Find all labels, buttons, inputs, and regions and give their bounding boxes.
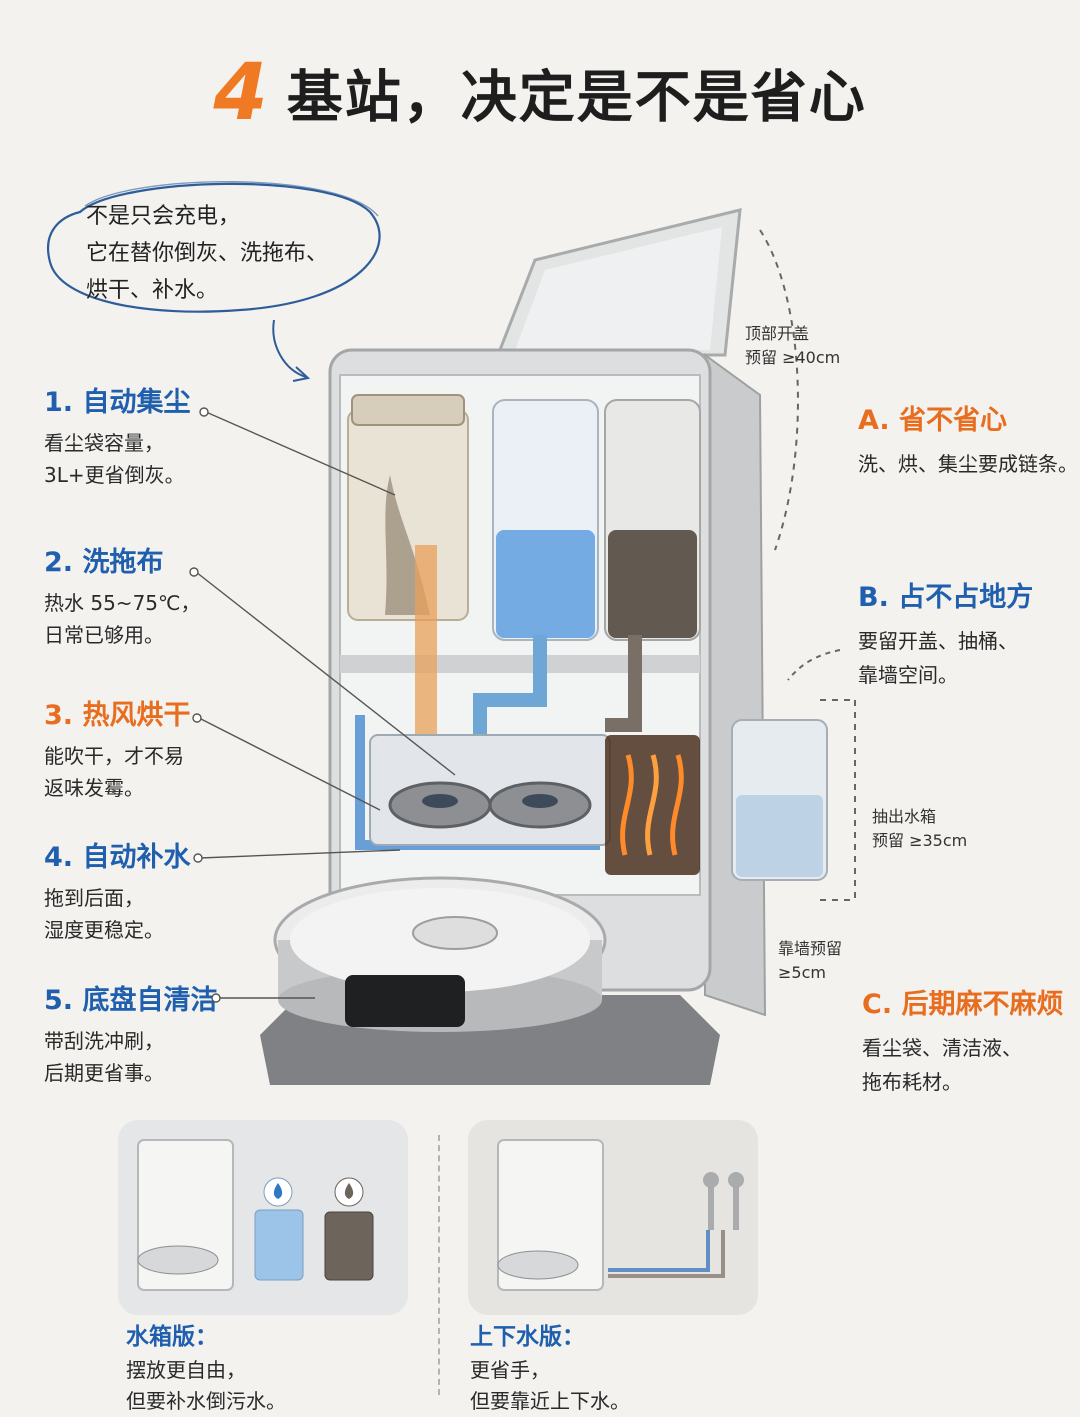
- feature-base-self-clean: 5. 底盘自清洁 带刮洗冲刷， 后期更省事。: [44, 978, 217, 1089]
- consideration-maintenance: C. 后期麻不麻烦 看尘袋、清洁液、 拖布耗材。: [862, 982, 1063, 1099]
- consideration-title: A. 省不省心: [858, 405, 1008, 436]
- dim-line: 预留 ≥35cm: [872, 831, 968, 850]
- dim-line: 抽出水箱: [872, 807, 937, 826]
- plumbed-version-label: 上下水版： 更省手， 但要靠近上下水。: [470, 1317, 630, 1417]
- dim-line: 靠墙预留: [778, 939, 843, 958]
- page-title: 4 基站，决定是不是省心: [0, 48, 1080, 138]
- version-title: 水箱版：: [126, 1324, 218, 1350]
- title-text: 基站，决定是不是省心: [286, 65, 867, 131]
- consideration-convenience: A. 省不省心 洗、烘、集尘要成链条。: [858, 398, 1078, 481]
- consideration-title: C. 后期麻不麻烦: [862, 989, 1064, 1020]
- speech-bubble: 不是只会充电， 它在替你倒灰、洗拖布、 烘干、补水。: [40, 172, 390, 322]
- water-tank-version-label: 水箱版： 摆放更自由， 但要补水倒污水。: [126, 1317, 286, 1417]
- feature-title: 3. 热风烘干: [44, 700, 191, 731]
- bubble-arrow-icon: [272, 319, 311, 382]
- feature-line: 返味发霉。: [44, 776, 144, 800]
- consideration-line: 看尘袋、清洁液、: [862, 1036, 1022, 1060]
- consideration-line: 洗、烘、集尘要成链条。: [858, 452, 1078, 476]
- bubble-line: 它在替你倒灰、洗拖布、: [86, 241, 329, 266]
- feature-hot-air-dry: 3. 热风烘干 能吹干，才不易 返味发霉。: [44, 693, 190, 804]
- version-line: 但要靠近上下水。: [470, 1389, 630, 1413]
- feature-line: 拖到后面，: [44, 886, 144, 910]
- dim-line: ≥5cm: [778, 963, 826, 982]
- consideration-title: B. 占不占地方: [858, 582, 1034, 613]
- feature-line: 后期更省事。: [44, 1061, 164, 1085]
- dim-line: 顶部开盖: [745, 324, 810, 343]
- feature-title: 4. 自动补水: [44, 842, 191, 873]
- feature-line: 日常已够用。: [44, 623, 164, 647]
- base-station-illustration: [260, 208, 828, 1085]
- feature-mop-wash: 2. 洗拖布 热水 55~75℃， 日常已够用。: [44, 540, 200, 651]
- feature-line: 看尘袋容量，: [44, 431, 164, 455]
- dim-side-tank: 抽出水箱 预留 ≥35cm: [872, 805, 967, 853]
- feature-auto-refill: 4. 自动补水 拖到后面， 湿度更稳定。: [44, 835, 190, 946]
- bubble-outline: [47, 181, 381, 313]
- section-number: 4: [213, 48, 268, 138]
- bubble-line: 烘干、补水。: [86, 278, 219, 303]
- feature-line: 能吹干，才不易: [44, 744, 184, 768]
- feature-title: 5. 底盘自清洁: [44, 985, 218, 1016]
- version-line: 摆放更自由，: [126, 1358, 246, 1382]
- consideration-line: 要留开盖、抽桶、: [858, 629, 1018, 653]
- consideration-line: 靠墙空间。: [858, 663, 958, 687]
- feature-line: 热水 55~75℃，: [44, 591, 201, 615]
- dim-line: 预留 ≥40cm: [745, 348, 841, 367]
- consideration-space: B. 占不占地方 要留开盖、抽桶、 靠墙空间。: [858, 575, 1033, 692]
- version-divider: [438, 1135, 440, 1395]
- version-line: 但要补水倒污水。: [126, 1389, 286, 1413]
- bubble-line: 不是只会充电，: [86, 204, 241, 229]
- consideration-line: 拖布耗材。: [862, 1070, 962, 1094]
- version-title: 上下水版：: [470, 1324, 585, 1350]
- dim-top-lid: 顶部开盖 预留 ≥40cm: [745, 322, 840, 370]
- feature-title: 1. 自动集尘: [44, 387, 191, 418]
- plumbed-version-image: [468, 1120, 758, 1315]
- version-line: 更省手，: [470, 1358, 550, 1382]
- feature-line: 3L+更省倒灰。: [44, 463, 185, 487]
- feature-line: 湿度更稳定。: [44, 918, 164, 942]
- dim-wall: 靠墙预留 ≥5cm: [778, 937, 842, 985]
- feature-auto-dust: 1. 自动集尘 看尘袋容量， 3L+更省倒灰。: [44, 380, 190, 491]
- feature-line: 带刮洗冲刷，: [44, 1029, 164, 1053]
- water-tank-version-image: [118, 1120, 408, 1315]
- feature-title: 2. 洗拖布: [44, 547, 164, 578]
